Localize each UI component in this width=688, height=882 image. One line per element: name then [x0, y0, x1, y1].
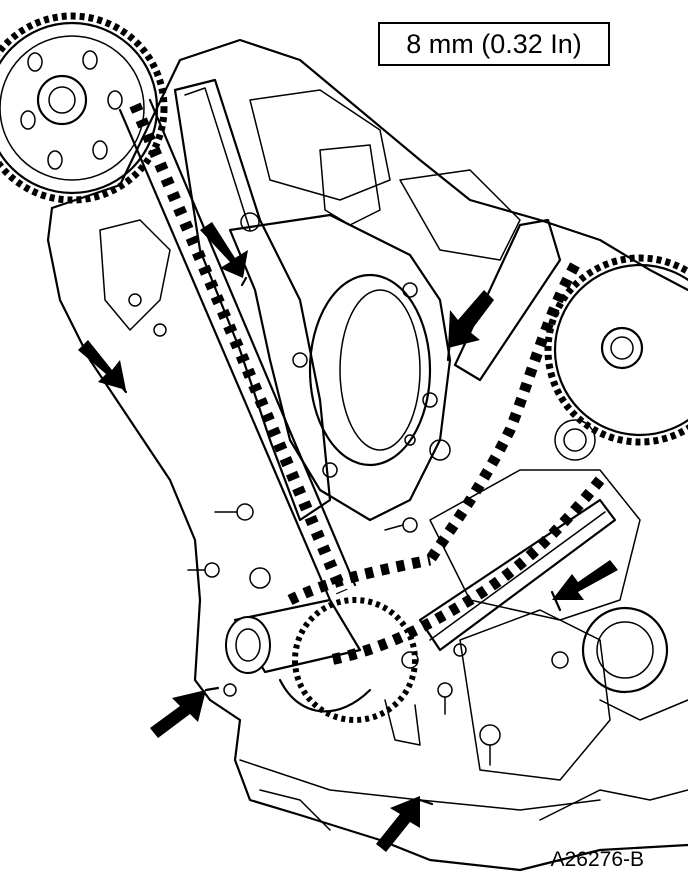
right-cam-sprocket: [544, 254, 688, 461]
crankshaft-sprocket: [225, 597, 421, 746]
arrow-right-guide: [446, 290, 494, 362]
measurement-arrows: [78, 222, 618, 852]
spec-label: 8 mm (0.32 In): [406, 28, 582, 59]
figure-id-label: A26276-B: [550, 848, 644, 871]
water-pump-housing: [581, 606, 688, 721]
right-timing-chain: [287, 262, 605, 666]
spec-callout-box: 8 mm (0.32 In): [378, 22, 610, 66]
left-chain-guide: [173, 78, 332, 522]
arrow-left-guide: [200, 222, 248, 287]
fastener-bolts: [128, 293, 569, 766]
engine-block-outline: [46, 38, 688, 872]
arrow-bottom-left: [150, 686, 220, 738]
arrow-tensioner-right: [550, 560, 618, 612]
left-timing-chain: [118, 98, 357, 602]
left-cam-sprocket: [0, 12, 168, 204]
arrow-bottom-center: [376, 796, 434, 852]
front-cover-plate: [228, 212, 452, 522]
arrow-left-block: [78, 340, 128, 394]
